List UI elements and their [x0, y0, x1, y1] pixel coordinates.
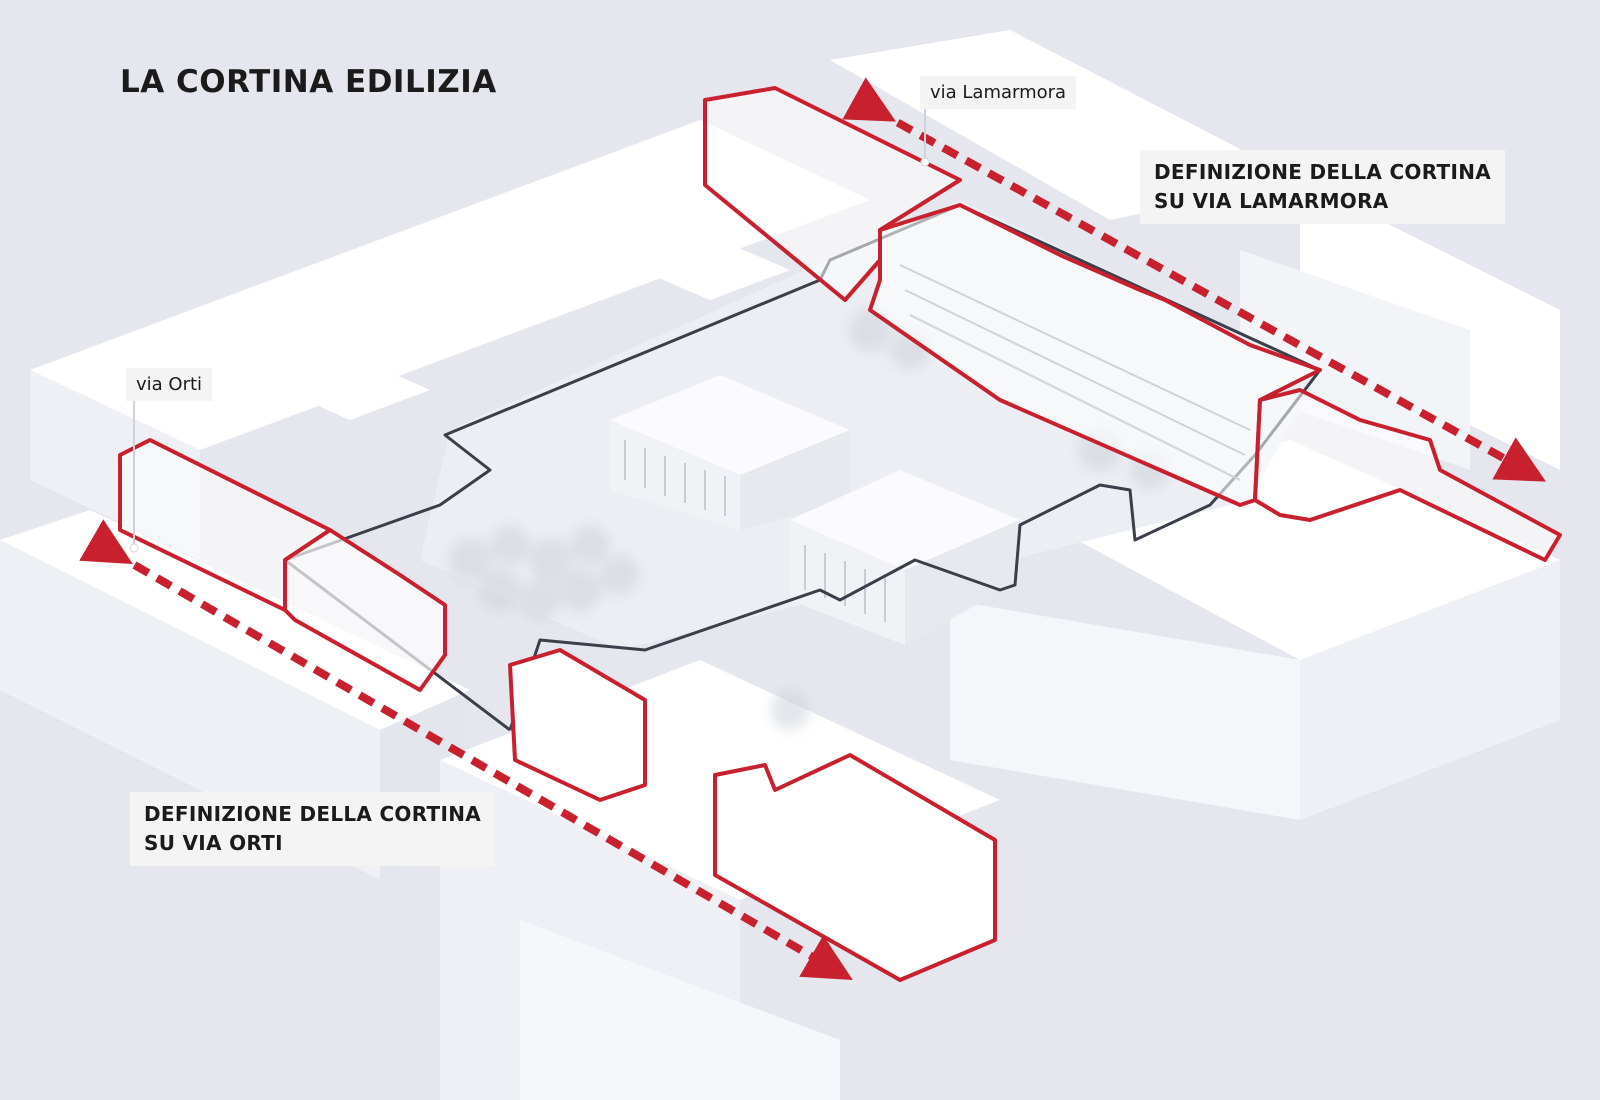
diagram-title: LA CORTINA EDILIZIA [120, 64, 497, 100]
leader-dot [129, 543, 139, 553]
street-label-via-lamarmora: via Lamarmora [920, 76, 1077, 109]
palazzo-side [905, 520, 1020, 645]
building-block [260, 350, 430, 420]
caption-lamarmora-line1: DEFINIZIONE DELLA CORTINA [1154, 160, 1492, 184]
palazzo-facade [610, 420, 740, 530]
palazzo-side [740, 430, 850, 530]
building-block [950, 600, 1300, 820]
caption-orti: DEFINIZIONE DELLA CORTINA SU VIA ORTI [130, 792, 496, 866]
caption-orti-line2: SU VIA ORTI [144, 831, 283, 855]
arrow-via-lamarmora [842, 77, 1546, 482]
arrow-via-orti [79, 519, 853, 981]
leader-dot [920, 157, 930, 167]
building-block [560, 200, 700, 260]
street-label-via-orti: via Orti [126, 368, 213, 401]
palazzo-roof [610, 375, 850, 475]
caption-lamarmora: DEFINIZIONE DELLA CORTINA SU VIA LAMARMO… [1140, 150, 1506, 224]
caption-lamarmora-line2: SU VIA LAMARMORA [1154, 189, 1389, 213]
building-block [1300, 560, 1560, 820]
building-block [30, 120, 870, 450]
caption-orti-line1: DEFINIZIONE DELLA CORTINA [144, 802, 482, 826]
building-block [640, 240, 790, 300]
